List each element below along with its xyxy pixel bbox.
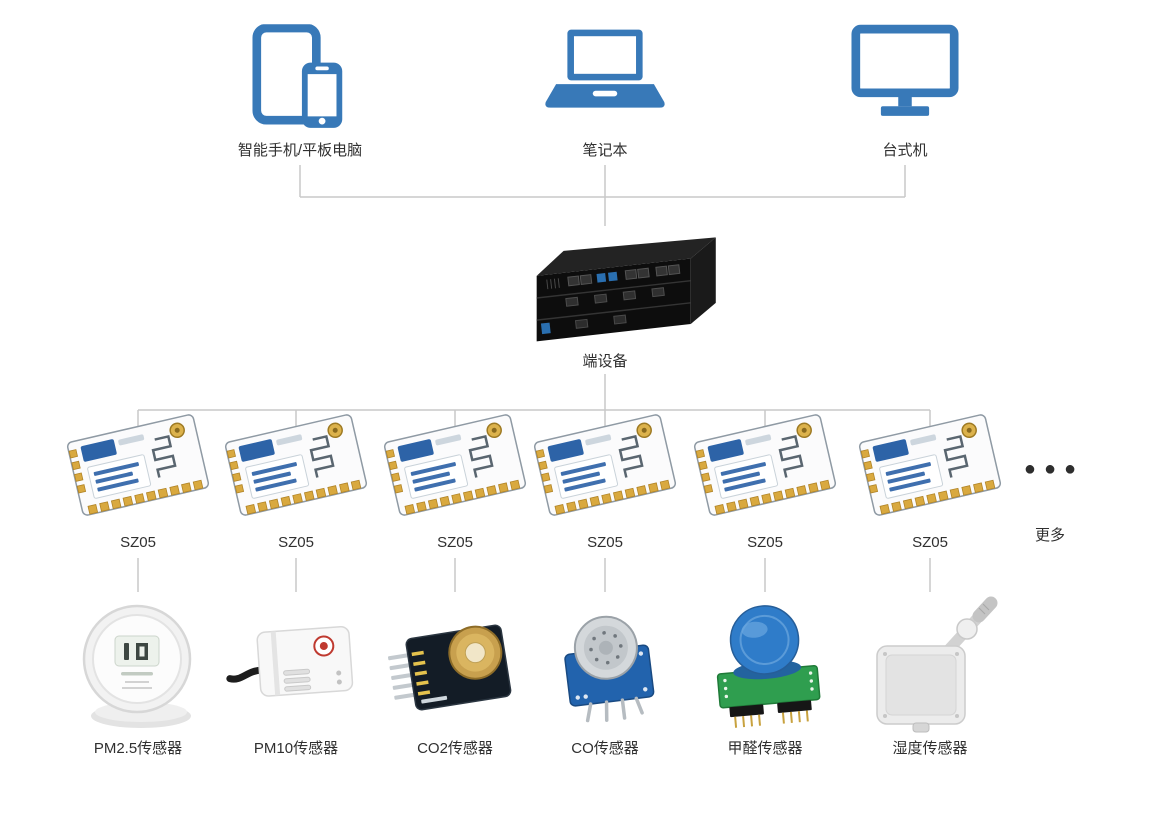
laptop-icon [542,26,668,116]
sensor-label-co: CO传感器 [571,740,639,757]
sz05-label: SZ05 [912,534,948,551]
server-label: 端设备 [582,353,628,370]
sensor-label-humidity: 湿度传感器 [892,740,968,757]
pm25-sensor-image [63,594,213,734]
sensor-label-formaldehyde: 甲醛传感器 [727,740,803,757]
tablet-phone-icon [252,24,348,130]
humidity-sensor-image [855,594,1005,734]
sz05-label: SZ05 [278,534,314,551]
client-label-desktop: 台式机 [882,142,928,159]
more-label: 更多 [1034,527,1066,544]
co2-sensor-image [380,600,530,730]
more-dots: ●●● [1023,458,1085,480]
sensor-label-co2: CO2传感器 [417,740,493,757]
desktop-icon [851,24,959,123]
sz05-label: SZ05 [587,534,623,551]
sz05-label: SZ05 [747,534,783,551]
rack-server-image [490,220,722,350]
formaldehyde-sensor-image [690,598,840,733]
client-label-laptop: 笔记本 [582,142,628,159]
sensor-label-pm25: PM2.5传感器 [93,740,183,757]
sz05-label: SZ05 [437,534,473,551]
sz05-label: SZ05 [120,534,156,551]
co-sensor-image [530,600,680,730]
sensor-label-pm10: PM10传感器 [253,740,339,757]
pm10-sensor-image [221,604,371,724]
client-label-mobile: 智能手机/平板电脑 [237,142,363,159]
